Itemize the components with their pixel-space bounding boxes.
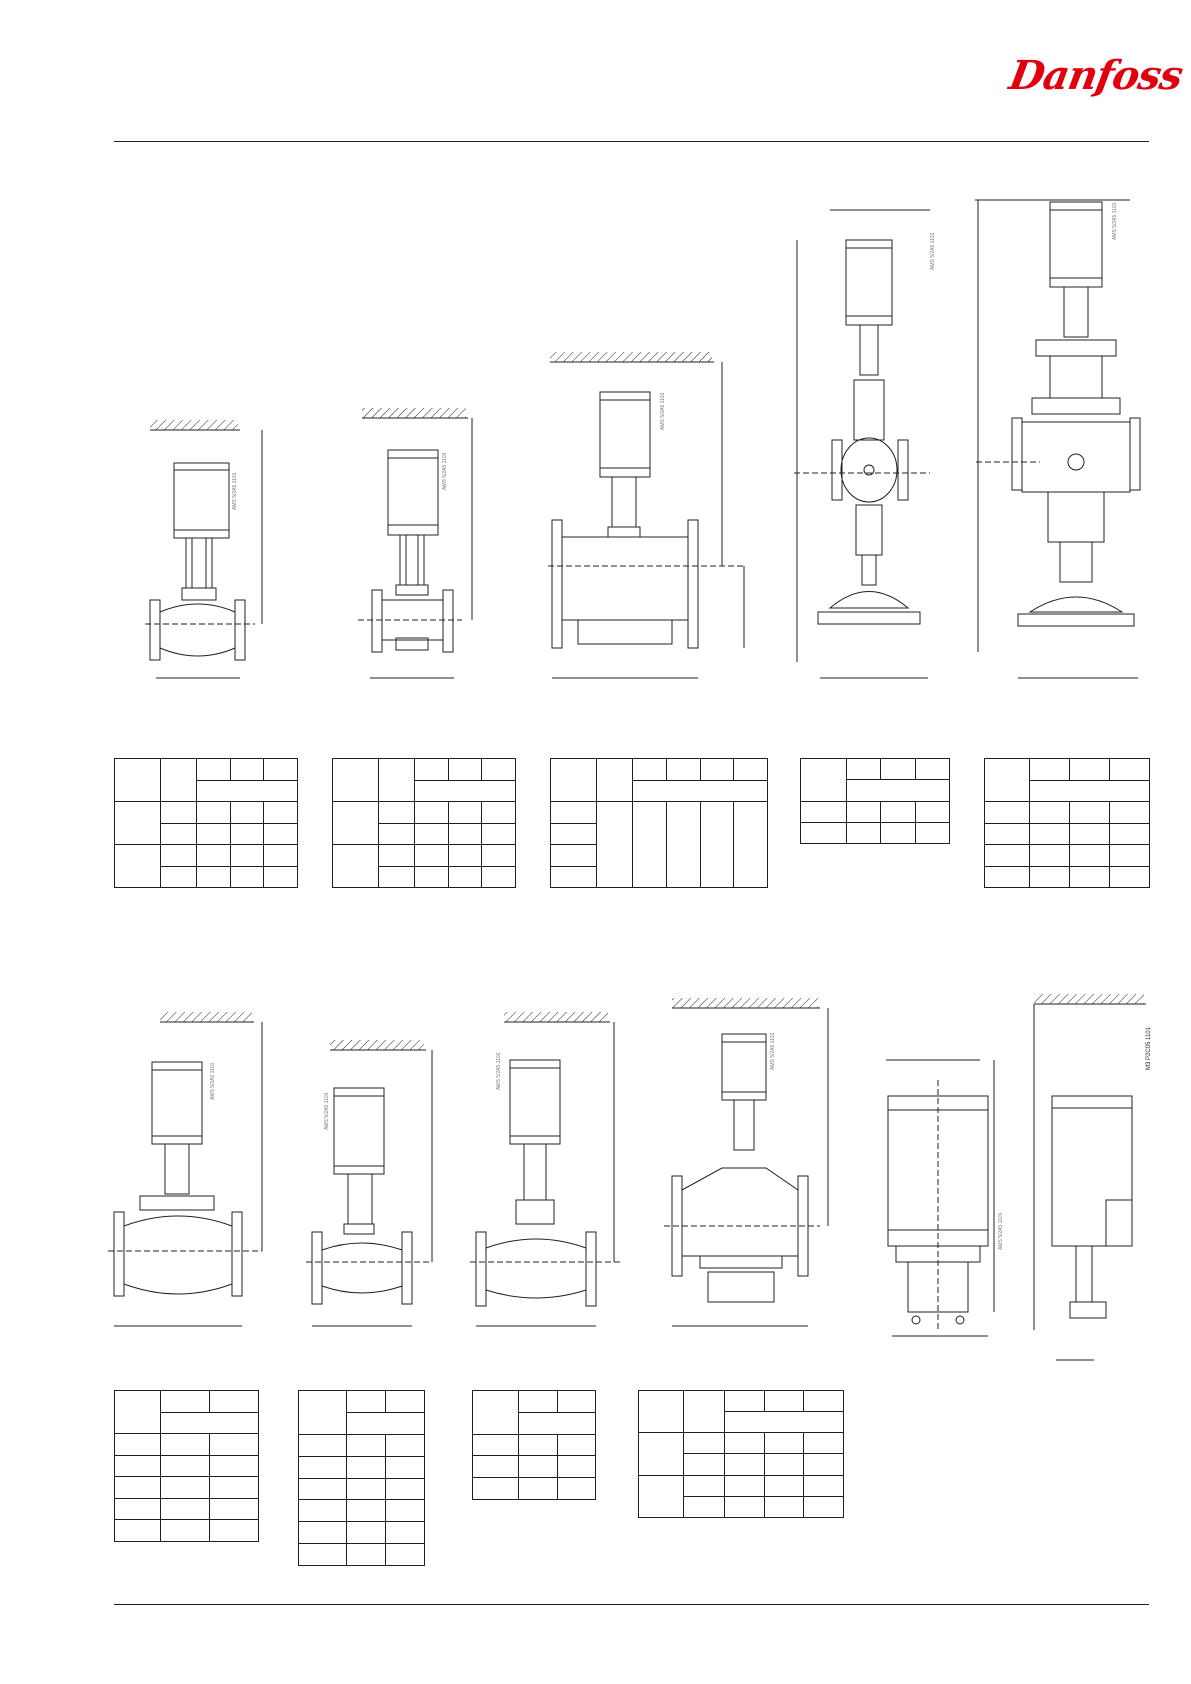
drawing-code: AMS 5/2A5 1101 bbox=[442, 452, 448, 490]
dimension-table-7 bbox=[298, 1390, 425, 1566]
valve-drawing-4: AMS 5/2A5 1101 bbox=[794, 209, 936, 679]
dimension-table-5 bbox=[984, 758, 1150, 888]
drawing-code: AMS 5/2A5 1101 bbox=[660, 392, 666, 430]
valve-drawing-7: AMS 5/2A5 1101 bbox=[306, 1040, 433, 1327]
valve-drawing-9: AMS 5/2A5 1101 bbox=[664, 998, 829, 1327]
actuator-side-drawing: M3 P2C05 1101 bbox=[1033, 994, 1152, 1361]
valve-drawing-1: AMS 5/2A5 1101 bbox=[145, 420, 263, 679]
side-view-code: M3 P2C05 1101 bbox=[1146, 1026, 1152, 1070]
drawing-code: AMS 5/2A5 1101 bbox=[324, 1092, 330, 1130]
drawing-code: AMS 5/2A5 1101 bbox=[496, 1052, 502, 1090]
drawing-code: AMS 5/2A5 1101 bbox=[998, 1212, 1004, 1250]
valve-drawing-5: AMS 5/2A5 1101 bbox=[975, 199, 1141, 679]
valve-drawing-8: AMS 5/2A5 1101 bbox=[470, 1012, 620, 1327]
dimension-table-6 bbox=[114, 1389, 259, 1542]
valve-drawing-3: AMS 5/2A5 1101 bbox=[548, 352, 745, 679]
drawing-code: AMS 5/2A5 1101 bbox=[232, 472, 238, 510]
dimension-table-2 bbox=[332, 758, 516, 888]
dimension-table-3 bbox=[550, 758, 768, 888]
header-rule bbox=[114, 141, 1149, 142]
dimension-table-8 bbox=[472, 1390, 596, 1500]
valve-drawing-2: AMS 5/2A5 1101 bbox=[358, 408, 473, 679]
drawing-code: AMS 5/2A5 1101 bbox=[210, 1062, 216, 1100]
actuator-front-drawing: AMS 5/2A5 1101 bbox=[886, 1059, 1004, 1337]
dimension-table-4 bbox=[800, 757, 951, 845]
drawing-code: AMS 5/2A5 1101 bbox=[1112, 202, 1118, 240]
footer-rule bbox=[114, 1604, 1149, 1605]
dimension-table-9 bbox=[638, 1389, 844, 1519]
dimension-table-1 bbox=[114, 758, 298, 888]
drawing-code: AMS 5/2A5 1101 bbox=[930, 232, 936, 270]
valve-drawing-6: AMS 5/2A5 1101 bbox=[108, 1012, 263, 1327]
drawing-code: AMS 5/2A5 1101 bbox=[770, 1032, 776, 1070]
